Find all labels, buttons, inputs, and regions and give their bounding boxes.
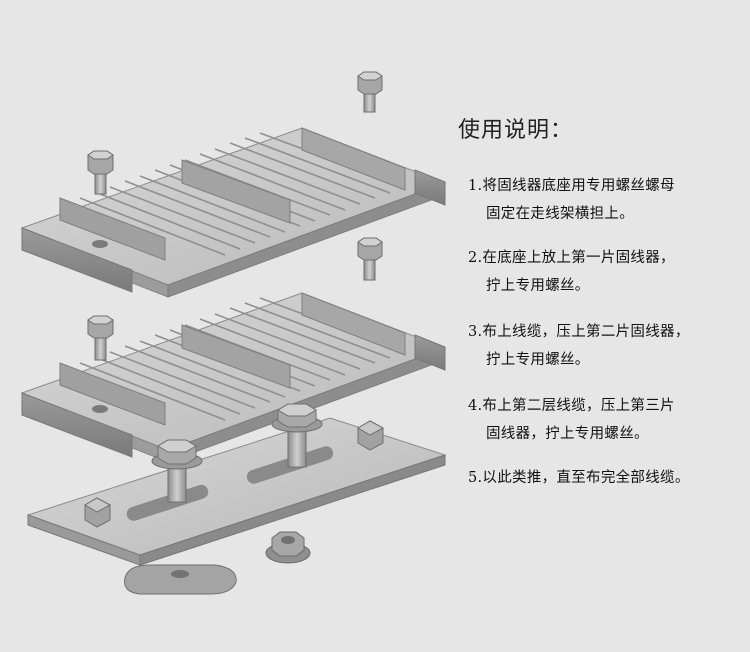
upper-plate-left-wall xyxy=(59,197,166,261)
upper-plate-right-lip xyxy=(414,169,446,206)
base-plate-side-edge xyxy=(139,454,446,566)
step-2: 2.在底座上放上第一片固线器， 拧上专用螺丝。 xyxy=(468,244,675,300)
upper-plate-center-wall xyxy=(181,159,291,224)
upper-plate-left-lip xyxy=(21,227,133,293)
screw-top-right xyxy=(357,71,383,113)
long-bolt-right xyxy=(271,403,323,468)
screw-upper-left xyxy=(87,150,114,195)
screw-middle-right xyxy=(357,237,383,281)
step-4-line1: 4.布上第二层线缆，压上第三片 xyxy=(468,398,675,414)
step-2-line1: 2.在底座上放上第一片固线器， xyxy=(468,250,675,266)
lower-plate-hole xyxy=(92,405,108,413)
step-3: 3.布上线缆，压上第二片固线器， 拧上专用螺丝。 xyxy=(468,318,690,374)
upper-clamp-plate xyxy=(20,127,447,298)
step-4: 4.布上第二层线缆，压上第三片 固线器，拧上专用螺丝。 xyxy=(468,392,675,448)
lower-plate-left-lip xyxy=(21,392,133,458)
flange-nut xyxy=(265,531,311,564)
step-5: 5.以此类推，直至布完全部线缆。 xyxy=(468,464,690,492)
lower-plate-right-lip xyxy=(414,334,446,371)
step-2-line2: 拧上专用螺丝。 xyxy=(486,278,590,294)
instructions-title: 使用说明： xyxy=(458,118,574,143)
step-1: 1.将固线器底座用专用螺丝螺母 固定在走线架横担上。 xyxy=(468,172,675,228)
step-3-line1: 3.布上线缆，压上第二片固线器， xyxy=(468,324,690,340)
step-3-line2: 拧上专用螺丝。 xyxy=(486,352,590,368)
instructions-panel: 使用说明： 1.将固线器底座用专用螺丝螺母 固定在走线架横担上。 2.在底座上放… xyxy=(430,0,745,652)
base-plate-slot-left xyxy=(126,484,209,521)
base-nut-left xyxy=(84,497,112,528)
upper-plate-back-wall xyxy=(301,127,406,191)
lower-plate-left-wall xyxy=(59,362,166,426)
lower-plate-back-wall xyxy=(301,292,406,356)
step-4-line2: 固线器，拧上专用螺丝。 xyxy=(486,426,649,442)
upper-plate-hole xyxy=(92,240,108,248)
base-plate xyxy=(26,417,447,566)
step-5-line1: 5.以此类推，直至布完全部线缆。 xyxy=(468,470,690,486)
lower-plate-center-wall xyxy=(181,324,291,389)
washer-plate xyxy=(124,564,237,595)
screw-middle-left xyxy=(87,315,114,361)
base-nut-right xyxy=(357,420,385,451)
step-1-line1: 1.将固线器底座用专用螺丝螺母 xyxy=(468,178,675,194)
long-bolt-left xyxy=(151,439,203,503)
step-1-line2: 固定在走线架横担上。 xyxy=(486,206,634,222)
